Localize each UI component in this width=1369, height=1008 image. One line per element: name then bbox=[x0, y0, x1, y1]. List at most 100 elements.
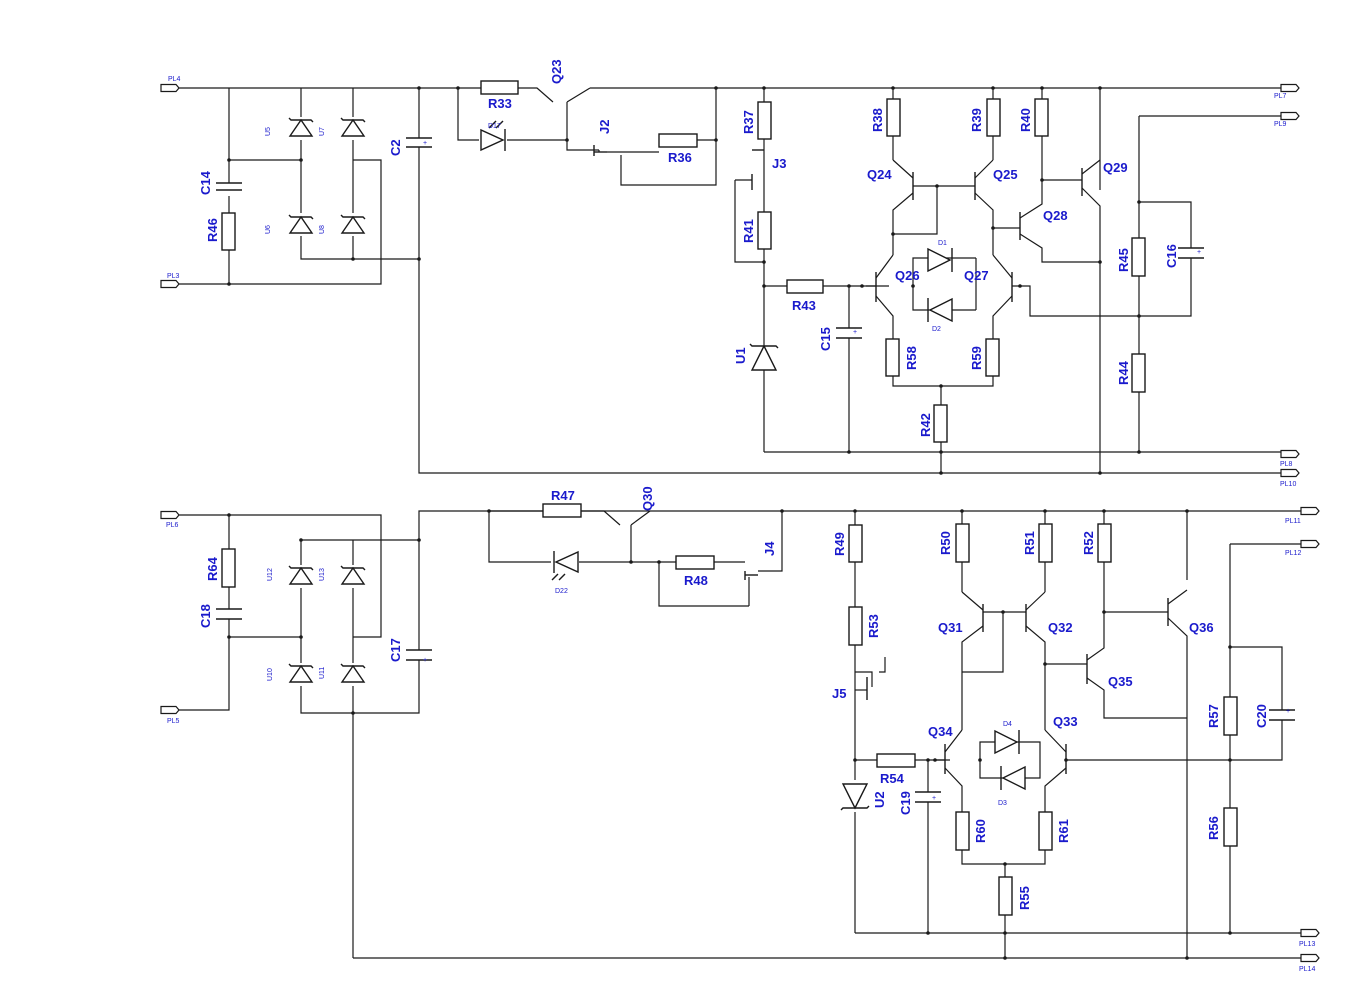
u7-zener bbox=[340, 117, 366, 137]
u7-label: U7 bbox=[319, 127, 326, 136]
d3-label: D3 bbox=[998, 800, 1007, 807]
r48-label: R48 bbox=[684, 573, 708, 588]
r40-resistor bbox=[1034, 98, 1049, 137]
d4-diode bbox=[994, 729, 1020, 755]
lower-supply: PL6 PL5 bbox=[160, 503, 1320, 973]
c16-label: C16 bbox=[1164, 244, 1179, 268]
c16-plus: + bbox=[1197, 249, 1201, 256]
connector-pl6 bbox=[160, 510, 180, 520]
connector-pl7 bbox=[1280, 83, 1300, 93]
r41-resistor bbox=[757, 211, 772, 250]
pl13-label: PL13 bbox=[1299, 941, 1315, 948]
c17-capacitor bbox=[406, 649, 432, 661]
c17-plus: + bbox=[423, 657, 427, 664]
r42-resistor bbox=[933, 404, 948, 443]
r60-resistor bbox=[955, 811, 970, 851]
j4-label: J4 bbox=[762, 541, 777, 556]
r53-resistor bbox=[848, 606, 863, 646]
q30-label: Q30 bbox=[640, 486, 655, 511]
q32-label: Q32 bbox=[1048, 620, 1073, 635]
r46-label: R46 bbox=[205, 218, 220, 242]
pl4-label: PL4 bbox=[168, 76, 181, 83]
u13-zener bbox=[340, 565, 366, 585]
c20-label: C20 bbox=[1254, 704, 1269, 728]
r55-resistor bbox=[998, 876, 1013, 916]
j5-label: J5 bbox=[832, 686, 846, 701]
r43-resistor bbox=[786, 279, 824, 294]
q35-transistor bbox=[1086, 611, 1187, 719]
r39-label: R39 bbox=[969, 108, 984, 132]
connector-pl10 bbox=[1280, 468, 1300, 478]
r40-label: R40 bbox=[1018, 108, 1033, 132]
r64-resistor bbox=[221, 548, 236, 588]
q33-label: Q33 bbox=[1053, 714, 1078, 729]
u12-zener bbox=[288, 565, 314, 585]
r36-label: R36 bbox=[668, 150, 692, 165]
q24-label: Q24 bbox=[867, 167, 892, 182]
pl7-label: PL7 bbox=[1274, 93, 1287, 100]
q36-transistor bbox=[1167, 589, 1188, 958]
r38-resistor bbox=[886, 98, 901, 137]
u2-label: U2 bbox=[872, 791, 887, 808]
r39-resistor bbox=[986, 98, 1001, 137]
upper-supply: PL4 PL3 bbox=[160, 76, 1300, 488]
c20-capacitor bbox=[1269, 709, 1295, 721]
pl8-label: PL8 bbox=[1280, 461, 1293, 468]
junction-dots-lower bbox=[227, 509, 1232, 960]
r49-resistor bbox=[848, 524, 863, 563]
r52-label: R52 bbox=[1081, 531, 1096, 555]
d4-label: D4 bbox=[1003, 721, 1012, 728]
q28-transistor bbox=[993, 180, 1100, 263]
d22-led bbox=[551, 550, 579, 581]
r59-resistor bbox=[985, 338, 1000, 377]
connector-pl11 bbox=[1300, 506, 1320, 516]
d22-label: D22 bbox=[555, 588, 568, 595]
r61-label: R61 bbox=[1056, 819, 1071, 843]
d1-label: D1 bbox=[938, 240, 947, 247]
r50-resistor bbox=[955, 523, 970, 563]
r48-resistor bbox=[675, 555, 715, 570]
connector-pl3 bbox=[160, 279, 180, 289]
r37-label: R37 bbox=[741, 110, 756, 134]
d17-led bbox=[480, 120, 506, 152]
c19-label: C19 bbox=[898, 791, 913, 815]
r45-resistor bbox=[1131, 237, 1146, 277]
c14-label: C14 bbox=[198, 170, 213, 195]
pl14-label: PL14 bbox=[1299, 966, 1315, 973]
r51-resistor bbox=[1038, 523, 1053, 563]
r41-label: R41 bbox=[741, 219, 756, 243]
u8-label: U8 bbox=[319, 225, 326, 234]
r50-label: R50 bbox=[938, 531, 953, 555]
r58-resistor bbox=[885, 338, 900, 377]
q26-q27-pair bbox=[866, 254, 1139, 387]
u5-label: U5 bbox=[265, 127, 272, 136]
d1-diode bbox=[927, 247, 953, 273]
r36-resistor bbox=[658, 133, 698, 148]
u13-label: U13 bbox=[319, 568, 326, 581]
r54-resistor bbox=[876, 753, 916, 768]
component-labels: C14 R46 U5 U6 U7 U8 C2 R33 Q23 D17 J2 R3… bbox=[198, 59, 1269, 910]
d2-label: D2 bbox=[932, 326, 941, 333]
pl5-label: PL5 bbox=[167, 718, 180, 725]
j3-jfet bbox=[751, 149, 764, 190]
connector-pl9 bbox=[1280, 111, 1300, 121]
r56-label: R56 bbox=[1206, 816, 1221, 840]
r57-label: R57 bbox=[1206, 704, 1221, 728]
q23-label: Q23 bbox=[549, 59, 564, 84]
pl11-label: PL11 bbox=[1285, 518, 1301, 525]
u6-label: U6 bbox=[265, 225, 272, 234]
connector-pl4 bbox=[160, 83, 180, 93]
r49-label: R49 bbox=[832, 532, 847, 556]
j3-label: J3 bbox=[772, 156, 786, 171]
pl12-label: PL12 bbox=[1285, 550, 1301, 557]
u2-zener bbox=[840, 783, 870, 811]
r47-label: R47 bbox=[551, 488, 575, 503]
connector-pl5 bbox=[160, 705, 180, 715]
c18-label: C18 bbox=[198, 604, 213, 628]
u1-zener bbox=[749, 343, 779, 371]
polarity-marks: + + + + + + bbox=[423, 140, 1290, 802]
u5-zener bbox=[288, 117, 314, 137]
r51-label: R51 bbox=[1022, 531, 1037, 555]
d2-diode bbox=[927, 297, 953, 323]
r53-label: R53 bbox=[866, 614, 881, 638]
